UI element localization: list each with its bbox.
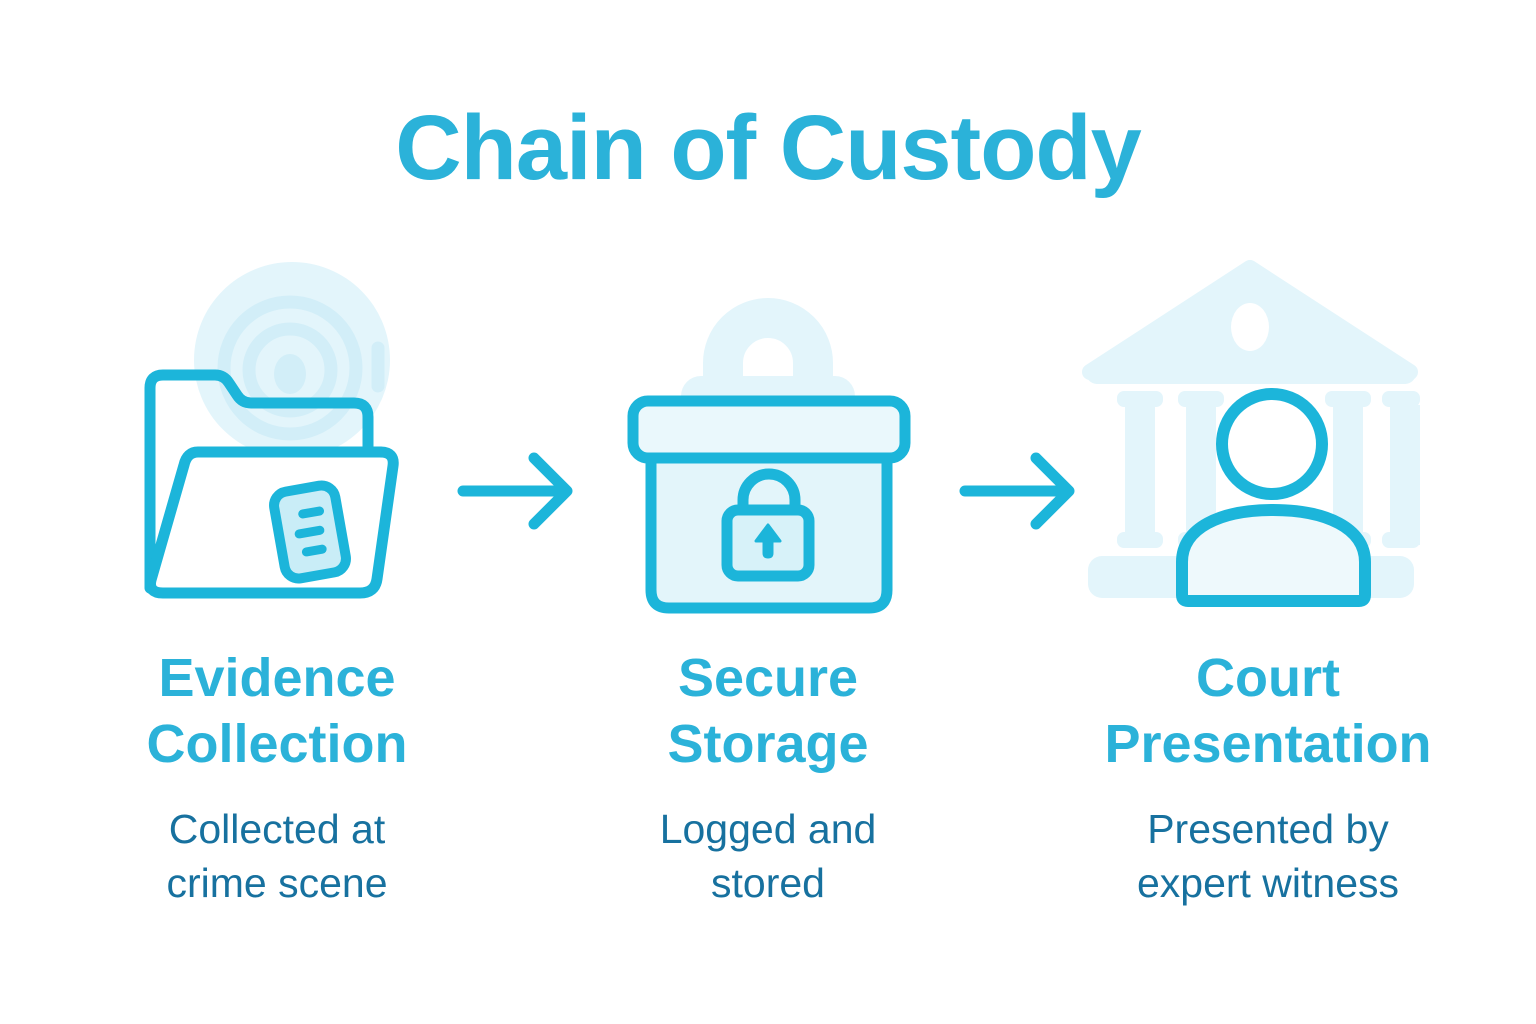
person-shape — [1176, 388, 1371, 607]
step-description-court-presentation: Presented by expert witness — [1068, 802, 1468, 910]
step-description-secure-storage: Logged and stored — [568, 802, 968, 910]
step-heading-court-presentation: Court Presentation — [1068, 645, 1468, 777]
flow-arrow-1 — [455, 446, 575, 536]
description-line: expert witness — [1136, 860, 1400, 906]
heading-line: Court — [1196, 648, 1340, 708]
heading-line: Secure — [677, 648, 859, 708]
description-line: crime scene — [166, 860, 388, 906]
description-line: Logged and — [659, 806, 877, 852]
step-description-evidence-collection: Collected at crime scene — [77, 802, 477, 910]
heading-line: Presentation — [1104, 714, 1432, 774]
description-line: Collected at — [168, 806, 386, 852]
diagram-title: Chain of Custody — [395, 97, 1142, 199]
flow-arrow-2 — [957, 446, 1077, 536]
lock-box-icon — [627, 298, 911, 614]
heading-line: Storage — [667, 714, 869, 774]
evidence-collection-icon — [130, 260, 430, 620]
open-folder-shape — [144, 369, 399, 599]
evidence-tag-icon — [269, 480, 351, 584]
fingerprint-watermark-icon — [194, 262, 390, 458]
padlock-icon — [721, 468, 815, 582]
court-presentation-icon — [1080, 260, 1420, 620]
secure-storage-icon — [620, 260, 920, 620]
description-line: stored — [711, 860, 825, 906]
person-icon — [1082, 260, 1420, 607]
right-arrow-icon — [457, 452, 573, 530]
folder-icon — [144, 262, 399, 599]
step-heading-evidence-collection: Evidence Collection — [77, 645, 477, 777]
description-line: Presented by — [1147, 806, 1389, 852]
heading-line: Collection — [146, 714, 408, 774]
step-heading-secure-storage: Secure Storage — [568, 645, 968, 777]
right-arrow-icon — [959, 452, 1075, 530]
storage-box-shape — [627, 395, 911, 614]
heading-line: Evidence — [158, 648, 396, 708]
